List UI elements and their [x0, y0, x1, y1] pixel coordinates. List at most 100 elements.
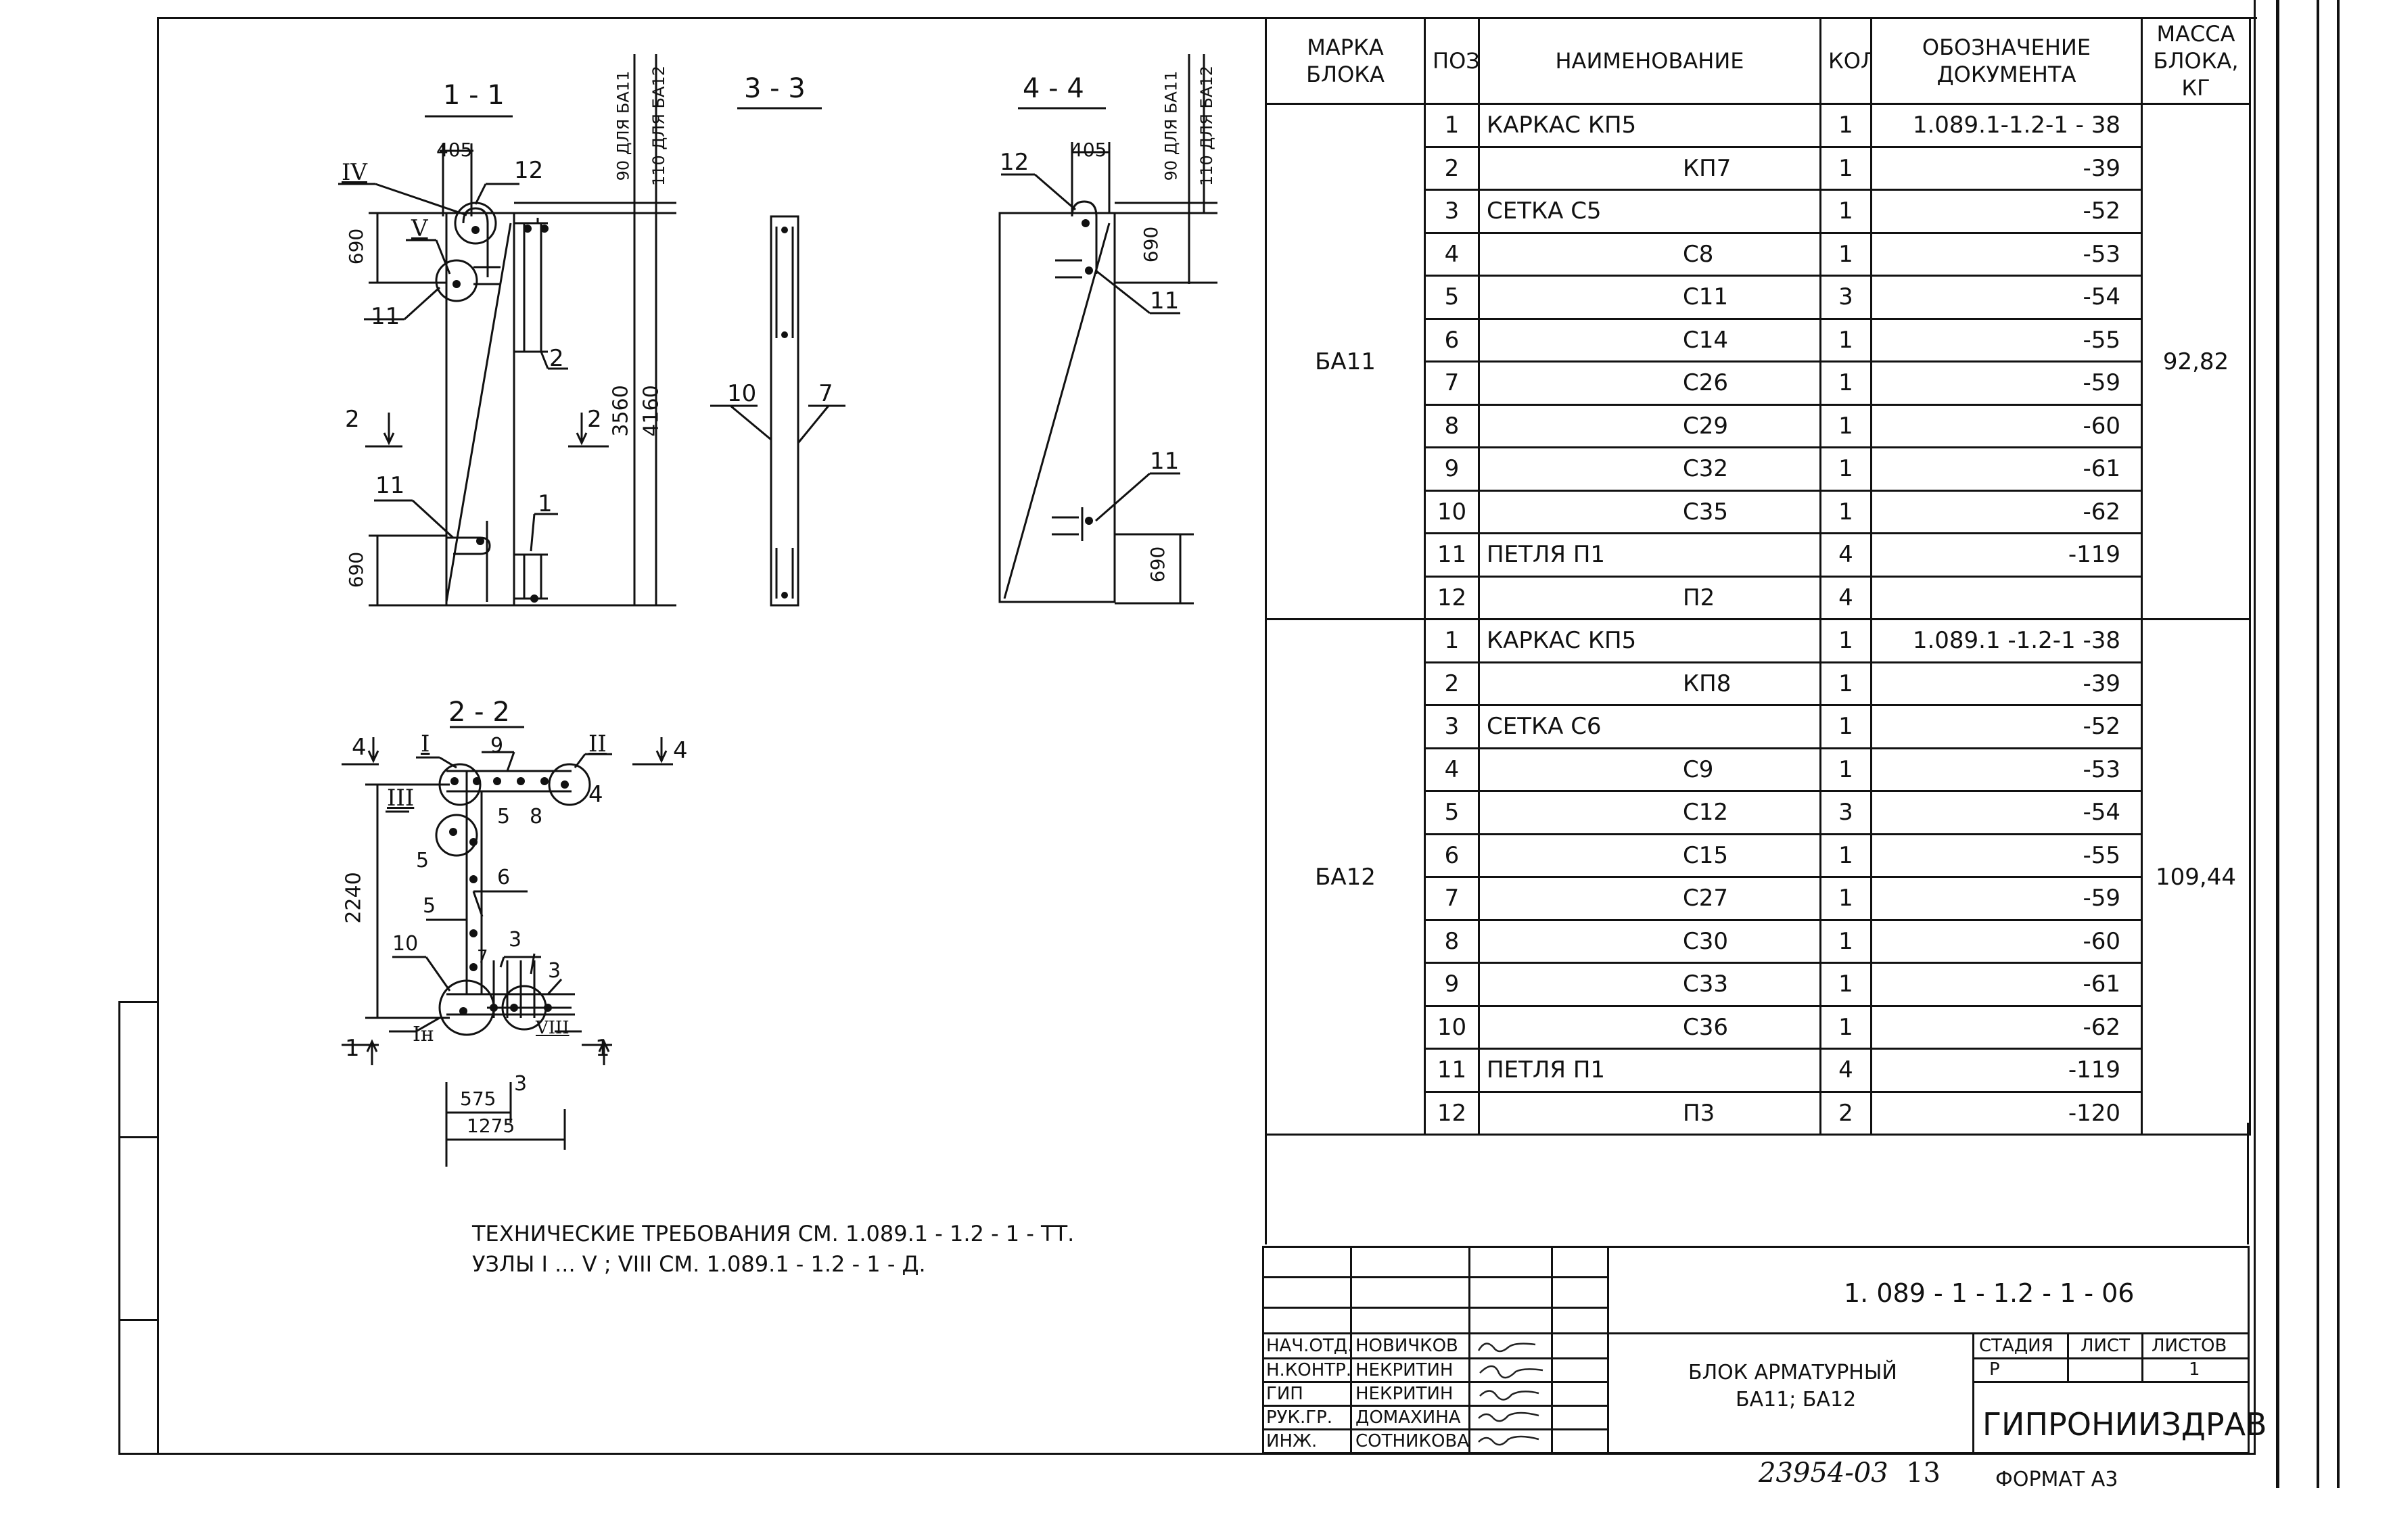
dim-690-2: 690: [345, 551, 368, 588]
row-position: 9: [1424, 962, 1480, 1007]
margin-strip-left: [118, 1001, 120, 1454]
callout-2-marker-left: 2: [345, 406, 360, 433]
block-mark: БА11: [1265, 103, 1426, 620]
row-quantity: 1: [1819, 704, 1872, 749]
section-1-1-title: 1 - 1: [443, 80, 505, 111]
row-position: 2: [1424, 661, 1480, 706]
callout-1: 1: [538, 490, 553, 517]
section-marker-1-right: 1: [595, 1035, 610, 1062]
row-quantity: 1: [1819, 833, 1872, 878]
dim-690-4: 690: [1146, 546, 1169, 583]
row-name: С9: [1478, 747, 1821, 792]
row-name: С14: [1478, 317, 1821, 363]
dim-3560: 3560: [609, 385, 633, 437]
row-name: П2: [1478, 575, 1821, 620]
row-name: КАРКАС КП5: [1478, 618, 1821, 663]
binding-line-2: [2317, 0, 2319, 1488]
callout-6: 6: [497, 866, 511, 889]
row-quantity: 1: [1819, 231, 1872, 277]
node-iv: IV: [342, 159, 367, 186]
dim-405-4-4: 405: [1071, 139, 1107, 161]
row-position: 5: [1424, 790, 1480, 835]
row-quantity: 2: [1819, 1090, 1872, 1136]
row-name: ПЕТЛЯ П1: [1478, 532, 1821, 578]
dim-90-ba11-a: 90 ДЛЯ БА11: [613, 70, 633, 181]
frame-left: [157, 17, 159, 1454]
row-quantity: 1: [1819, 446, 1872, 492]
row-position: 7: [1424, 876, 1480, 921]
callout-7-2-2: 7: [477, 947, 488, 967]
row-position: 5: [1424, 275, 1480, 320]
binding-line-1: [2276, 0, 2279, 1488]
row-name: КП8: [1478, 661, 1821, 706]
dim-690-3: 690: [1140, 226, 1163, 263]
row-name: С29: [1478, 403, 1821, 448]
row-document: -39: [1870, 661, 2143, 706]
callout-11: 11: [371, 303, 400, 330]
archive-number: 23954-03: [1759, 1457, 1888, 1489]
row-position: 6: [1424, 317, 1480, 363]
header-qty: КОЛ.: [1819, 17, 1872, 105]
signatures: [1477, 1343, 1543, 1446]
row-position: 2: [1424, 145, 1480, 191]
row-position: 1: [1424, 618, 1480, 663]
row-document: -59: [1870, 876, 2143, 921]
dim-110-ba12-b: 110 ДЛЯ БА12: [1196, 66, 1216, 186]
role-head-of-dept: НАЧ.ОТД.: [1266, 1336, 1353, 1356]
header-mass: МАССА БЛОКА, КГ: [2141, 17, 2251, 105]
row-name: С30: [1478, 918, 1821, 964]
row-name: С26: [1478, 360, 1821, 406]
table-extension-right: [2247, 1123, 2249, 1244]
callout-5-c: 5: [423, 894, 436, 918]
specification-table: МАРКА БЛОКА ПОЗ. НАИМЕНОВАНИЕ КОЛ. ОБОЗН…: [1265, 17, 2251, 1136]
nodes-reference-note: УЗЛЫ I ... V ; VIII СМ. 1.089.1 - 1.2 - …: [472, 1251, 926, 1277]
name-chief-engineer: НЕКРИТИН: [1355, 1384, 1454, 1404]
dim-4160: 4160: [639, 385, 664, 437]
row-quantity: 1: [1819, 747, 1872, 792]
dim-575: 575: [460, 1088, 496, 1110]
row-position: 11: [1424, 1048, 1480, 1093]
row-name: С15: [1478, 833, 1821, 878]
row-document: -119: [1870, 532, 2143, 578]
row-document: -62: [1870, 1004, 2143, 1050]
margin-strip-inner: [118, 1001, 159, 1003]
name-norm-control: НЕКРИТИН: [1355, 1360, 1454, 1380]
organization-name: ГИПРОНИИЗДРАВ: [1982, 1406, 2267, 1443]
drawing-title-line2: БА11; БА12: [1736, 1388, 1857, 1411]
stage-header: СТАДИЯ: [1979, 1336, 2053, 1356]
stage-value: Р: [1989, 1359, 2000, 1380]
table-extension-left: [1265, 1123, 1267, 1244]
row-name: СЕТКА С6: [1478, 704, 1821, 749]
row-document: -60: [1870, 403, 2143, 448]
callout-2: 2: [549, 345, 564, 372]
row-name: КП7: [1478, 145, 1821, 191]
row-quantity: 4: [1819, 575, 1872, 620]
block-mass: 92,82: [2141, 103, 2251, 620]
row-document: -53: [1870, 231, 2143, 277]
header-pos: ПОЗ.: [1424, 17, 1480, 105]
row-quantity: 4: [1819, 1048, 1872, 1093]
row-document: -54: [1870, 275, 2143, 320]
row-quantity: 1: [1819, 317, 1872, 363]
row-document: -55: [1870, 833, 2143, 878]
dim-2240: 2240: [342, 872, 366, 924]
spec-header-row: МАРКА БЛОКА ПОЗ. НАИМЕНОВАНИЕ КОЛ. ОБОЗН…: [1265, 17, 2251, 105]
page-number: 13: [1906, 1457, 1941, 1489]
section-4-4-title: 4 - 4: [1023, 73, 1084, 104]
dim-405-1-1: 405: [436, 139, 473, 161]
row-position: 12: [1424, 575, 1480, 620]
row-quantity: 1: [1819, 189, 1872, 234]
callout-9: 9: [490, 734, 504, 757]
callout-3-b: 3: [548, 959, 561, 983]
